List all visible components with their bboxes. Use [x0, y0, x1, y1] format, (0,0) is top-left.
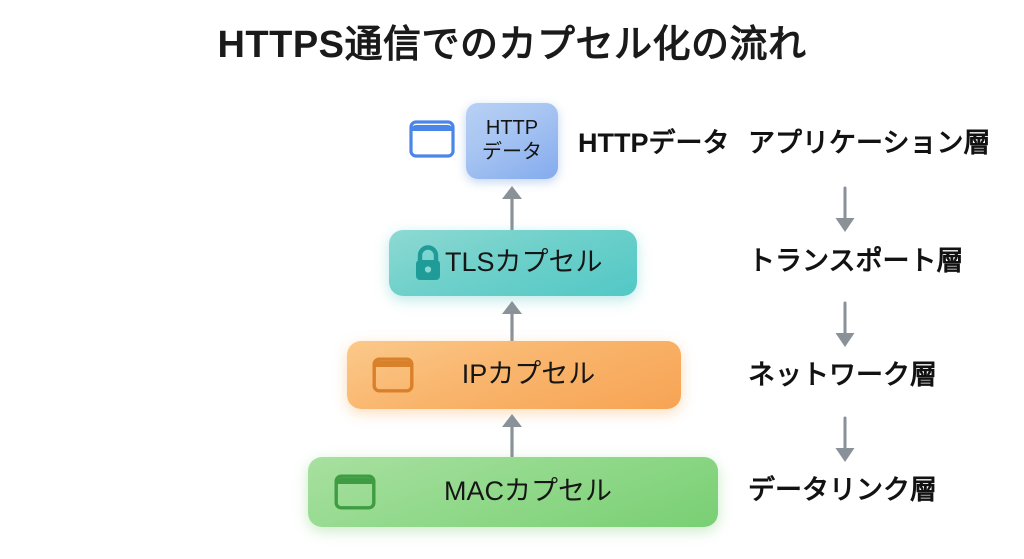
layer-label-application: アプリケーション層	[748, 128, 991, 158]
browser-window-icon	[409, 120, 455, 158]
arrow-up-mac-to-ip	[499, 412, 525, 459]
frame-window-icon	[334, 474, 376, 510]
arrow-down-network-to-datalink	[833, 416, 857, 464]
arrow-down-transport-to-network	[833, 301, 857, 349]
arrow-up-ip-to-tls	[499, 299, 525, 346]
http-data-note: HTTPデータ	[578, 128, 730, 158]
capsule-box-mac[interactable]: MACカプセル	[308, 457, 718, 527]
page-title: HTTPS通信でのカプセル化の流れ	[217, 24, 807, 66]
layer-label-datalink: データリンク層	[748, 475, 937, 505]
lock-icon	[411, 244, 445, 282]
packet-window-icon	[372, 357, 414, 393]
layer-label-transport: トランスポート層	[748, 246, 964, 276]
arrow-up-tls-to-http	[499, 184, 525, 231]
capsule-label-ip: IPカプセル	[461, 359, 596, 390]
capsule-label-mac: MACカプセル	[444, 476, 612, 507]
capsule-label-tls: TLSカプセル	[445, 247, 603, 278]
layer-label-network: ネットワーク層	[748, 360, 937, 390]
capsule-box-tls[interactable]: TLSカプセル	[389, 230, 637, 296]
capsule-box-ip[interactable]: IPカプセル	[347, 341, 681, 409]
arrow-down-application-to-transport	[833, 186, 857, 234]
